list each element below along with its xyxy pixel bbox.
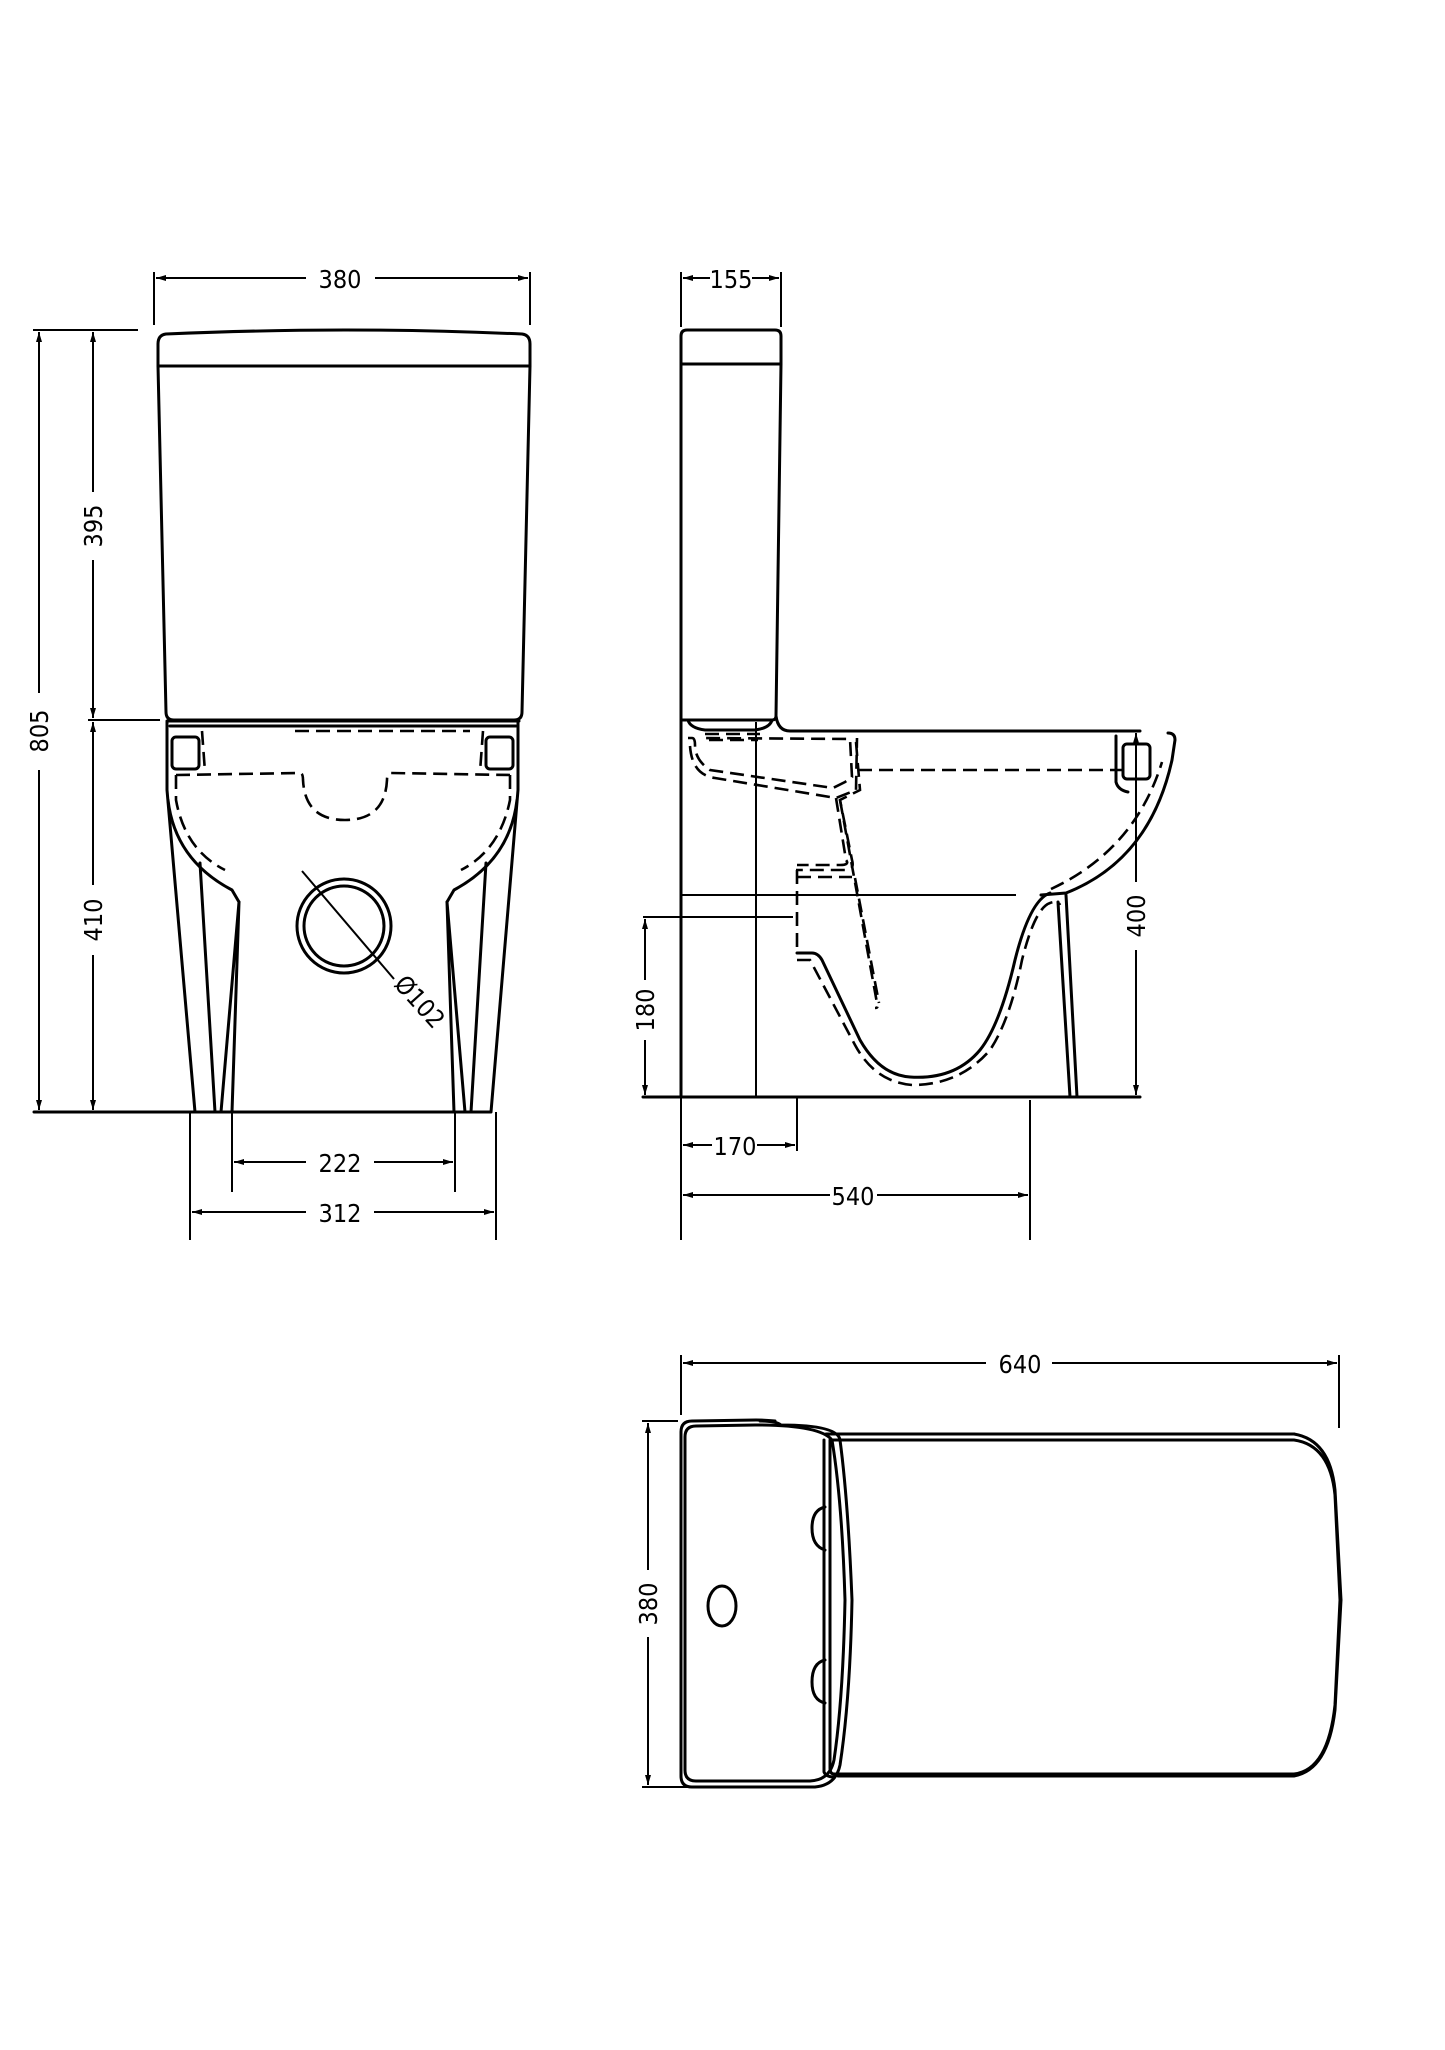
top-view: 640 380 <box>634 1350 1343 1789</box>
bowl-hidden-line <box>175 771 511 822</box>
left-fixing-block <box>170 735 201 771</box>
right-leg <box>445 861 488 1114</box>
pan-plan-outline <box>836 1432 1343 1778</box>
rim-outline <box>1114 734 1130 794</box>
pan-right-outline <box>489 720 520 1114</box>
dim-tank-depth: 155 <box>710 265 753 294</box>
front-foot <box>1056 893 1079 1099</box>
dim-base-depth: 540 <box>832 1182 875 1211</box>
trap-outline <box>795 891 1052 1079</box>
hidden-line <box>174 775 226 872</box>
dim-tank-width: 380 <box>319 265 362 294</box>
hidden-line <box>705 732 760 742</box>
left-leg <box>198 861 241 1114</box>
seat-lid <box>828 1438 1342 1776</box>
pan-left-curve <box>166 798 241 904</box>
pan-right-curve <box>445 798 519 904</box>
side-tank-base <box>686 714 1142 733</box>
dim-outlet-diameter: Ø102 <box>389 970 451 1034</box>
hidden-line <box>797 797 849 867</box>
dim-overall-width: 380 <box>634 1583 663 1626</box>
tank-body-outline <box>156 364 532 722</box>
dim-outlet-from-wall: 170 <box>714 1132 757 1161</box>
dim-base-width: 312 <box>319 1199 362 1228</box>
hidden-line <box>853 877 881 1004</box>
hidden-line <box>838 799 879 1010</box>
right-fixing-block <box>484 735 515 771</box>
hidden-line <box>460 775 512 872</box>
outlet-inner-circle <box>302 884 386 968</box>
hidden-line <box>478 730 485 773</box>
diameter-leader <box>301 870 395 980</box>
cistern-plan-inner <box>683 1423 847 1783</box>
hidden-line <box>200 730 207 773</box>
hinge-bottom <box>810 1658 827 1705</box>
dim-tank-height: 395 <box>79 505 108 548</box>
front-view: Ø102 380 805 395 410 222 <box>25 265 532 1240</box>
dim-inner-foot-width: 222 <box>319 1149 362 1178</box>
pan-rim <box>165 719 521 728</box>
hidden-line <box>688 737 859 800</box>
hidden-line <box>688 736 854 790</box>
side-tank-body <box>679 362 783 722</box>
hidden-line <box>1050 761 1164 891</box>
tank-lid-outline <box>156 328 532 368</box>
cistern-plan-outer <box>679 1418 854 1789</box>
side-view: 155 400 180 170 540 <box>631 265 1177 1240</box>
pan-left-outline <box>165 720 197 1114</box>
dim-overall-height: 805 <box>25 710 54 753</box>
dim-seat-height: 400 <box>1122 895 1151 938</box>
dim-overall-length: 640 <box>999 1350 1042 1379</box>
flush-button <box>706 1584 738 1628</box>
bowl-front-outline <box>1039 731 1177 897</box>
outlet-outer-circle <box>295 877 393 975</box>
seat-hinge-edge <box>822 1438 836 1779</box>
dim-outlet-height: 180 <box>631 989 660 1032</box>
hidden-line <box>797 900 1062 1087</box>
dim-pan-height: 410 <box>79 899 108 942</box>
side-tank-lid <box>679 328 783 366</box>
hinge-top <box>810 1505 827 1552</box>
